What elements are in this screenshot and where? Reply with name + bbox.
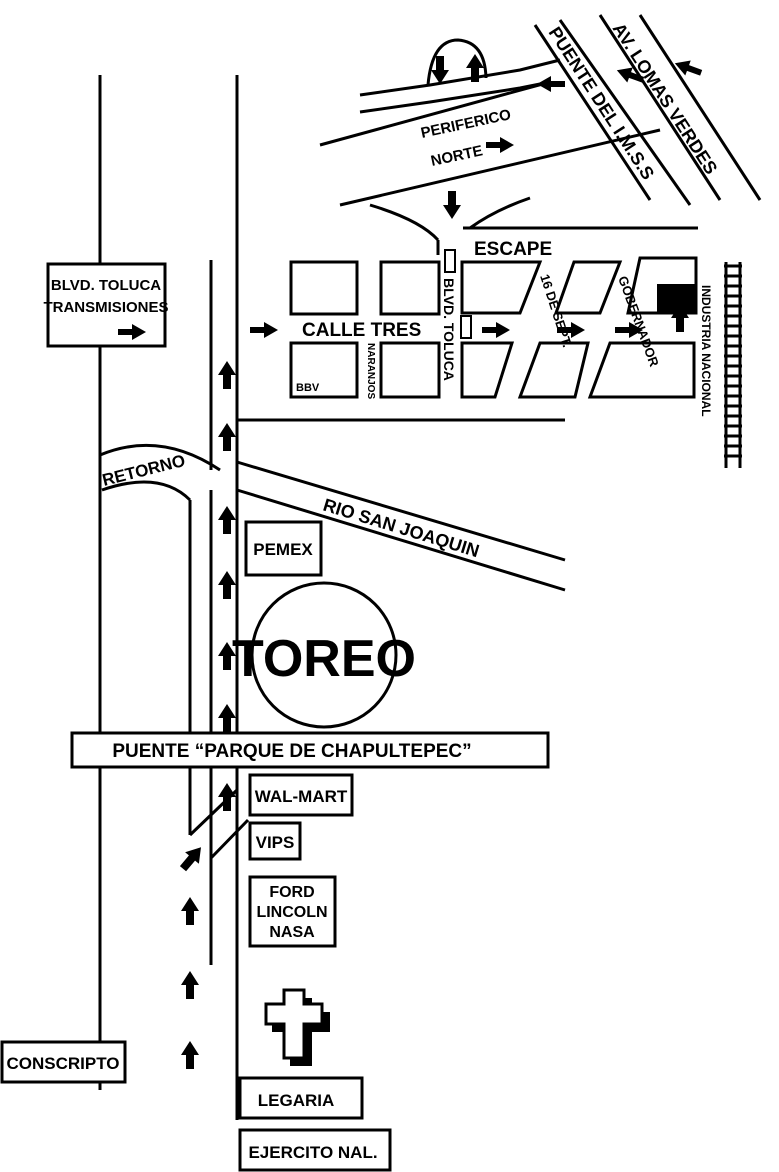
arrow-up-icon — [181, 1041, 199, 1069]
periferico-label-line1: PERIFERICO — [419, 106, 513, 142]
arrow-up-icon — [218, 704, 236, 732]
arrow-right-icon — [482, 322, 510, 338]
conscripto-label: CONSCRIPTO — [6, 1054, 119, 1073]
main-roads — [98, 75, 250, 1120]
walmart-box: WAL-MART — [248, 773, 354, 817]
walmart-label: WAL-MART — [255, 787, 348, 806]
legaria-label: LEGARIA — [258, 1091, 335, 1110]
arrow-up-icon — [218, 361, 236, 389]
toreo-label: TOREO — [232, 630, 416, 688]
arrow-right-icon — [486, 137, 514, 153]
ford-box: FORD LINCOLN NASA — [248, 875, 337, 948]
arrow-up-icon — [218, 506, 236, 534]
arrow-up-icon — [181, 971, 199, 999]
periferico-area — [319, 14, 762, 255]
arrow-up-icon — [218, 423, 236, 451]
bbv-label: BBV — [296, 382, 320, 394]
city-blocks — [236, 256, 698, 592]
ford-line1: FORD — [269, 884, 314, 901]
naranjos-label: NARANJOS — [365, 343, 376, 399]
vips-box: VIPS — [248, 821, 302, 861]
destination-block — [657, 284, 695, 312]
ejercito-box: EJERCITO NAL. — [238, 1128, 392, 1172]
arrow-right-icon — [250, 322, 278, 338]
ford-line3: NASA — [269, 924, 315, 941]
arrow-left-icon — [537, 76, 565, 92]
ejercito-label: EJERCITO NAL. — [248, 1143, 377, 1162]
blvd-toluca-vertical-label: BLVD. TOLUCA — [441, 278, 457, 381]
pemex-box: PEMEX — [244, 520, 323, 577]
blvd-toluca-sign-line2: TRANSMISIONES — [43, 299, 168, 316]
cross-icon — [264, 988, 330, 1066]
blvd-toluca-sign-line1: BLVD. TOLUCA — [51, 277, 161, 294]
calle-tres-label: CALLE TRES — [302, 320, 421, 341]
arrow-up-icon — [181, 897, 199, 925]
ford-line2: LINCOLN — [256, 904, 327, 921]
arrow-down-icon — [443, 191, 461, 219]
retorno-label: RETORNO — [100, 451, 187, 490]
puente-parque-box: PUENTE “PARQUE DE CHAPULTEPEC” — [70, 731, 550, 769]
legaria-box: LEGARIA — [238, 1076, 364, 1120]
industria-nacional-label: INDUSTRIA NACIONAL — [699, 285, 713, 417]
pemex-label: PEMEX — [253, 540, 313, 559]
arrow-up-icon — [176, 841, 208, 875]
toreo-circle: TOREO — [232, 581, 416, 729]
arrow-up-icon — [218, 571, 236, 599]
puente-parque-label: PUENTE “PARQUE DE CHAPULTEPEC” — [112, 741, 471, 762]
blvd-toluca-sign: BLVD. TOLUCA TRANSMISIONES — [43, 262, 169, 348]
vips-label: VIPS — [256, 833, 295, 852]
arrow-left-icon — [672, 55, 704, 81]
escape-label: ESCAPE — [474, 239, 552, 260]
periferico-label-line2: NORTE — [429, 142, 484, 170]
railway-icon — [724, 262, 742, 468]
conscripto-box: CONSCRIPTO — [0, 1040, 127, 1084]
traffic-light-icon — [444, 249, 472, 339]
